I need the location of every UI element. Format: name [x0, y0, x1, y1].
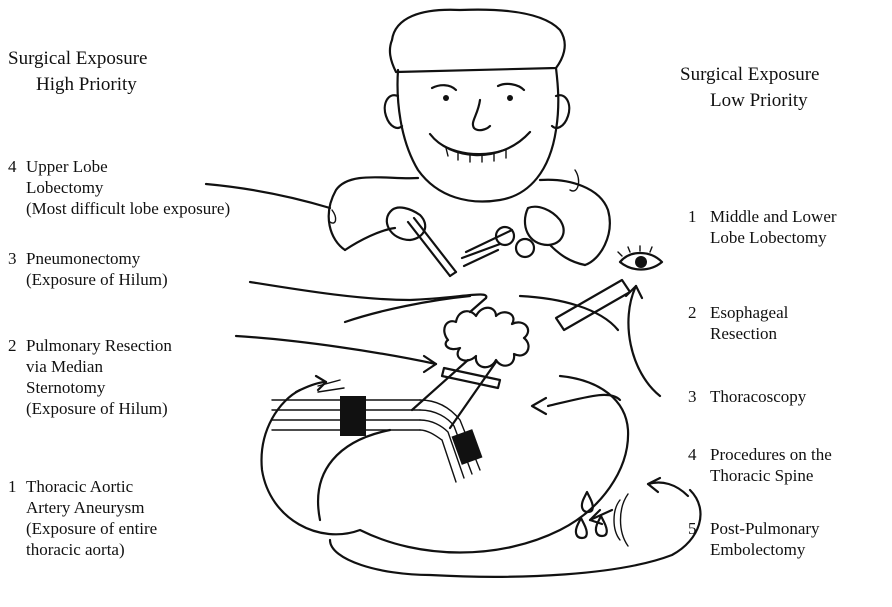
item-line: (Exposure of Hilum) — [26, 269, 168, 290]
incision-right — [520, 296, 618, 330]
arrow-pneumonectomy — [250, 282, 486, 312]
item-line: Post-Pulmonary — [710, 518, 820, 539]
item-number: 1 — [688, 206, 697, 227]
sound-arc-2 — [621, 494, 629, 546]
right-header-line2: Low Priority — [680, 88, 820, 114]
sound-arc-1 — [614, 500, 620, 540]
item-number: 3 — [688, 386, 697, 407]
item-line: Thoracoscopy — [710, 386, 806, 407]
item-number: 4 — [688, 444, 697, 465]
item-number: 4 — [8, 156, 17, 177]
item-line: (Exposure of Hilum) — [26, 398, 168, 419]
left-header-line2: High Priority — [8, 72, 148, 98]
item-line: Thoracic Aortic — [26, 476, 133, 497]
item-number: 1 — [8, 476, 17, 497]
aorta-vessels — [272, 380, 482, 482]
item-line: Artery Aneurysm — [26, 497, 145, 518]
right-header: Surgical Exposure Low Priority — [680, 62, 820, 114]
thoracoscope — [556, 280, 630, 330]
arrow-median-sternotomy — [236, 336, 500, 388]
item-line: Lobe Lobectomy — [710, 227, 827, 248]
item-line: Esophageal — [710, 302, 788, 323]
item-line: Thoracic Spine — [710, 465, 813, 486]
surgeon-head — [385, 10, 570, 202]
item-number: 5 — [688, 518, 697, 539]
item-line: Sternotomy — [26, 377, 105, 398]
item-line: Lobectomy — [26, 177, 103, 198]
item-line: Procedures on the — [710, 444, 832, 465]
item-line: Pneumonectomy — [26, 248, 140, 269]
heart-lower-outline — [330, 490, 700, 577]
arrow-thoracoscopy — [626, 286, 660, 396]
item-line: thoracic aorta) — [26, 539, 125, 560]
item-line: Middle and Lower — [710, 206, 837, 227]
right-header-line1: Surgical Exposure — [680, 62, 820, 88]
item-number: 3 — [8, 248, 17, 269]
item-line: via Median — [26, 356, 103, 377]
forceps-instrument — [387, 208, 456, 276]
item-line: Resection — [710, 323, 777, 344]
scissors-instrument — [462, 207, 564, 266]
heart-inner-curve — [318, 430, 390, 520]
arrow-spine — [532, 395, 620, 414]
item-line: Embolectomy — [710, 539, 805, 560]
item-line: (Most difficult lobe exposure) — [26, 198, 230, 219]
item-line: Upper Lobe — [26, 156, 108, 177]
item-line: (Exposure of entire — [26, 518, 157, 539]
left-header: Surgical Exposure High Priority — [8, 46, 148, 98]
left-header-line1: Surgical Exposure — [8, 46, 148, 72]
item-number: 2 — [8, 335, 17, 356]
arrow-embolectomy — [590, 478, 688, 524]
item-number: 2 — [688, 302, 697, 323]
heart-outline — [262, 376, 629, 553]
arrow-aortic — [296, 376, 326, 392]
item-line: Pulmonary Resection — [26, 335, 172, 356]
eye-icon — [618, 246, 662, 270]
